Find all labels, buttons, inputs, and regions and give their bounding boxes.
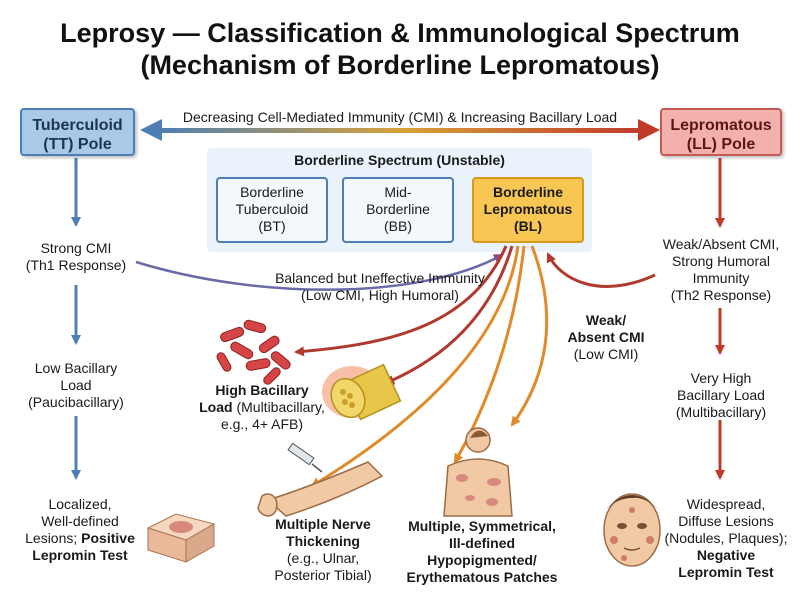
weak-cmi-line: Weak/Absent CMI, (662, 236, 780, 252)
bt-line: Borderline (240, 184, 304, 200)
low-load-label: Low Bacillary Load (Paucibacillary) (10, 360, 142, 411)
weak-cmi-line: Strong Humoral (671, 253, 771, 269)
bt-line: Tuberculoid (235, 201, 309, 217)
nerve-thickening-label: Multiple Nerve Thickening (e.g., Ulnar, … (258, 516, 388, 584)
widespread-line: (Nodules, Plaques); (664, 530, 788, 546)
tt-pole-line2: (TT) Pole (43, 136, 112, 153)
title-line-2: (Mechanism of Borderline Lepromatous) (140, 50, 660, 80)
cmi-arrow-label: Decreasing Cell-Mediated Immunity (CMI) … (182, 109, 618, 125)
patches-line: Erythematous Patches (406, 569, 558, 585)
widespread-label: Widespread, Diffuse Lesions (Nodules, Pl… (656, 496, 796, 581)
balanced-immunity-label: Balanced but Ineffective Immunity (Low C… (240, 270, 520, 304)
bl-line: (BL) (514, 218, 542, 234)
nerve-rest: Posterior Tibial) (274, 567, 372, 583)
nerve-bold: Thickening (286, 533, 360, 549)
strong-cmi-label: Strong CMI (Th1 Response) (10, 240, 142, 274)
tuberculoid-pole-box: Tuberculoid (TT) Pole (20, 108, 135, 156)
ll-pole-line1: Lepromatous (670, 117, 772, 134)
balanced-line: Balanced but Ineffective Immunity (275, 270, 485, 286)
high-bacillary-rest: e.g., 4+ AFB) (220, 416, 304, 432)
weak-absent-cmi-label: Weak/ Absent CMI (Low CMI) (556, 312, 656, 363)
bt-line: (BT) (258, 218, 286, 234)
title-line-1: Leprosy — Classification & Immunological… (60, 18, 740, 48)
widespread-line: Widespread, (686, 496, 766, 512)
ll-pole-line2: (LL) Pole (686, 136, 756, 153)
tt-pole-line1: Tuberculoid (32, 117, 123, 134)
high-bacillary-rest: (Multibacillary, (232, 399, 325, 415)
patches-line: Ill-defined (448, 535, 516, 551)
nerve-rest: (e.g., Ulnar, (286, 550, 360, 566)
lepromatous-pole-box: Lepromatous (LL) Pole (660, 108, 782, 156)
localized-line: Localized, (48, 496, 112, 512)
widespread-line: Diffuse Lesions (678, 513, 774, 529)
high-load-line: (Multibacillary) (675, 404, 767, 420)
patches-line: Hypopigmented/ (427, 552, 537, 568)
balanced-line: (Low CMI, High Humoral) (301, 287, 459, 303)
skin-lesion-block-icon (146, 513, 216, 563)
weak-absent-bold: Weak/ (585, 312, 627, 328)
negative-line: Negative (696, 547, 756, 563)
strong-cmi-line: Strong CMI (40, 240, 112, 256)
bt-box: Borderline Tuberculoid (BT) (216, 177, 328, 243)
patches-line: Multiple, Symmetrical, (408, 518, 556, 534)
patches-label: Multiple, Symmetrical, Ill-defined Hypop… (392, 518, 572, 586)
strong-cmi-line: (Th1 Response) (25, 257, 127, 273)
bb-line: Borderline (366, 201, 430, 217)
weak-absent-bold: Absent CMI (567, 329, 645, 345)
bb-line: Mid- (384, 184, 412, 200)
bl-line: Borderline (492, 184, 563, 200)
high-load-line: Bacillary Load (677, 387, 765, 403)
low-load-line: Load (60, 377, 92, 393)
high-bacillary-bold: Load (199, 399, 233, 415)
bacilli-icon (216, 319, 291, 385)
localized-label: Localized, Well-defined Lesions; Positiv… (10, 496, 150, 564)
weak-cmi-label: Weak/Absent CMI, Strong Humoral Immunity… (646, 236, 796, 304)
torso-patches-icon (443, 427, 513, 517)
cmi-gradient-arrow (140, 119, 660, 141)
bl-line: Lepromatous (483, 201, 573, 217)
bl-box: Borderline Lepromatous (BL) (472, 177, 584, 243)
weak-cmi-line: Immunity (692, 270, 750, 286)
negative-line: Lepromin Test (678, 564, 774, 580)
high-load-line: Very High (690, 370, 752, 386)
localized-line: Well-defined (41, 513, 119, 529)
spectrum-title: Borderline Spectrum (Unstable) (294, 152, 505, 168)
very-high-load-label: Very High Bacillary Load (Multibacillary… (652, 370, 790, 421)
high-bacillary-label: High Bacillary Load (Multibacillary, e.g… (188, 382, 336, 433)
bb-line: (BB) (384, 218, 412, 234)
low-load-line: Low Bacillary (34, 360, 118, 376)
localized-line: Lesions; (25, 530, 78, 546)
positive-line: Lepromin Test (32, 547, 128, 563)
face-nodules-icon (603, 493, 661, 567)
nerve-bundle-icon (322, 363, 402, 421)
weak-absent-normal: (Low CMI) (573, 346, 639, 362)
bb-box: Mid- Borderline (BB) (342, 177, 454, 243)
weak-cmi-line: (Th2 Response) (670, 287, 772, 303)
low-load-line: (Paucibacillary) (28, 394, 124, 410)
arm-injection-icon (257, 442, 384, 517)
nerve-bold: Multiple Nerve (275, 516, 371, 532)
high-bacillary-bold: High Bacillary (215, 382, 309, 398)
positive-label: Positive (81, 530, 135, 546)
